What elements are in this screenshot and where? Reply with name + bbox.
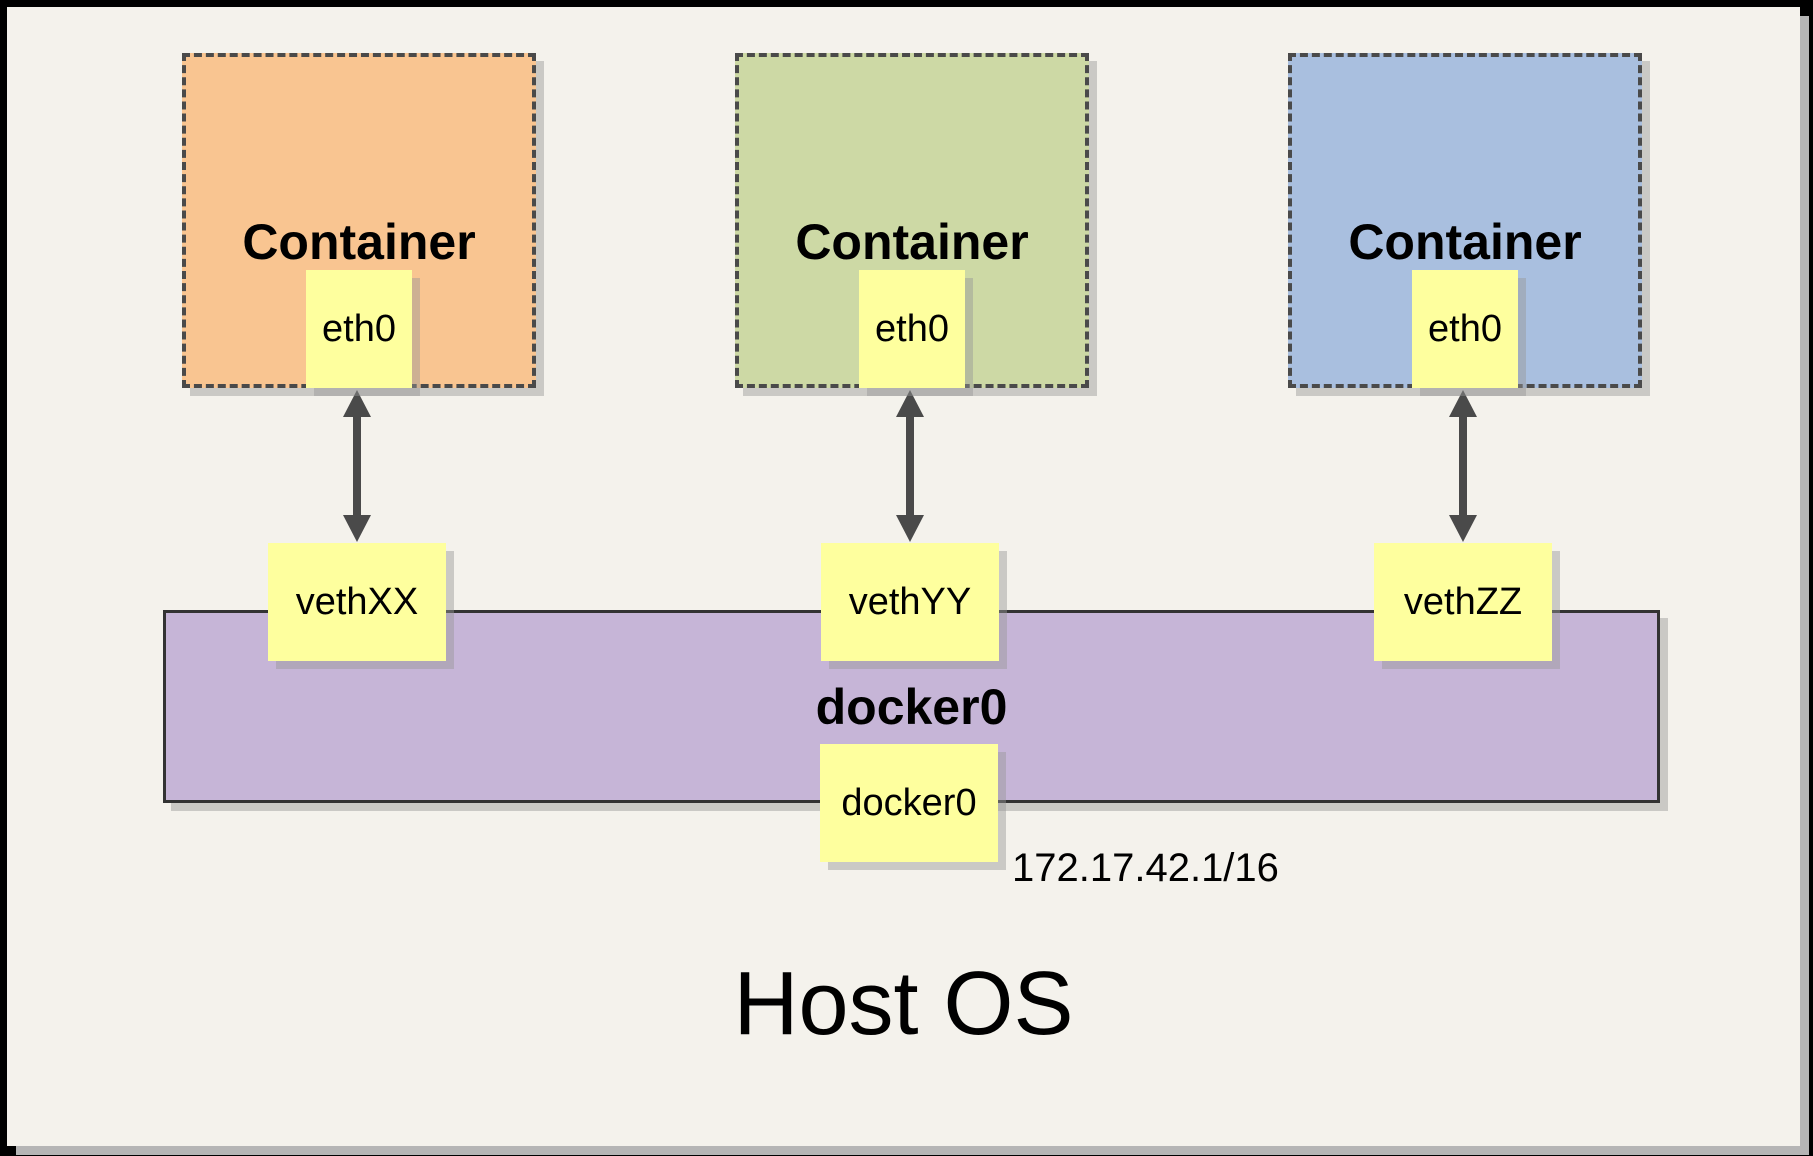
veth-arrow-2: [896, 390, 924, 542]
container-1-eth0-box: eth0: [306, 270, 412, 388]
container-1-eth0-label: eth0: [322, 308, 396, 350]
vethyy-label: vethYY: [848, 581, 972, 623]
vethxx-label: vethXX: [295, 581, 419, 623]
container-2-label: Container: [795, 214, 1029, 270]
vethxx-box: vethXX: [268, 543, 446, 661]
docker0-interface-box: docker0: [820, 744, 998, 862]
container-2-eth0-box: eth0: [859, 270, 965, 388]
container-box-1: Container eth0: [182, 53, 536, 388]
veth-arrow-3: [1449, 390, 1477, 542]
container-2-eth0-label: eth0: [875, 308, 949, 350]
docker0-bridge-label: docker0: [815, 678, 1008, 735]
veth-arrow-1: [343, 390, 371, 542]
container-3-eth0-box: eth0: [1412, 270, 1518, 388]
container-3-eth0-label: eth0: [1428, 308, 1502, 350]
vethyy-box: vethYY: [821, 543, 999, 661]
host-os-label: Host OS: [733, 954, 1074, 1054]
vethzz-box: vethZZ: [1374, 543, 1552, 661]
container-box-3: Container eth0: [1288, 53, 1642, 388]
vethzz-label: vethZZ: [1403, 581, 1523, 623]
container-box-2: Container eth0: [735, 53, 1089, 388]
docker0-interface-label: docker0: [841, 782, 977, 824]
container-3-label: Container: [1348, 214, 1582, 270]
diagram-canvas: Container eth0 Container eth0 Container …: [7, 7, 1800, 1146]
bridge-ip-label: 172.17.42.1/16: [1012, 846, 1279, 890]
container-1-label: Container: [242, 214, 476, 270]
